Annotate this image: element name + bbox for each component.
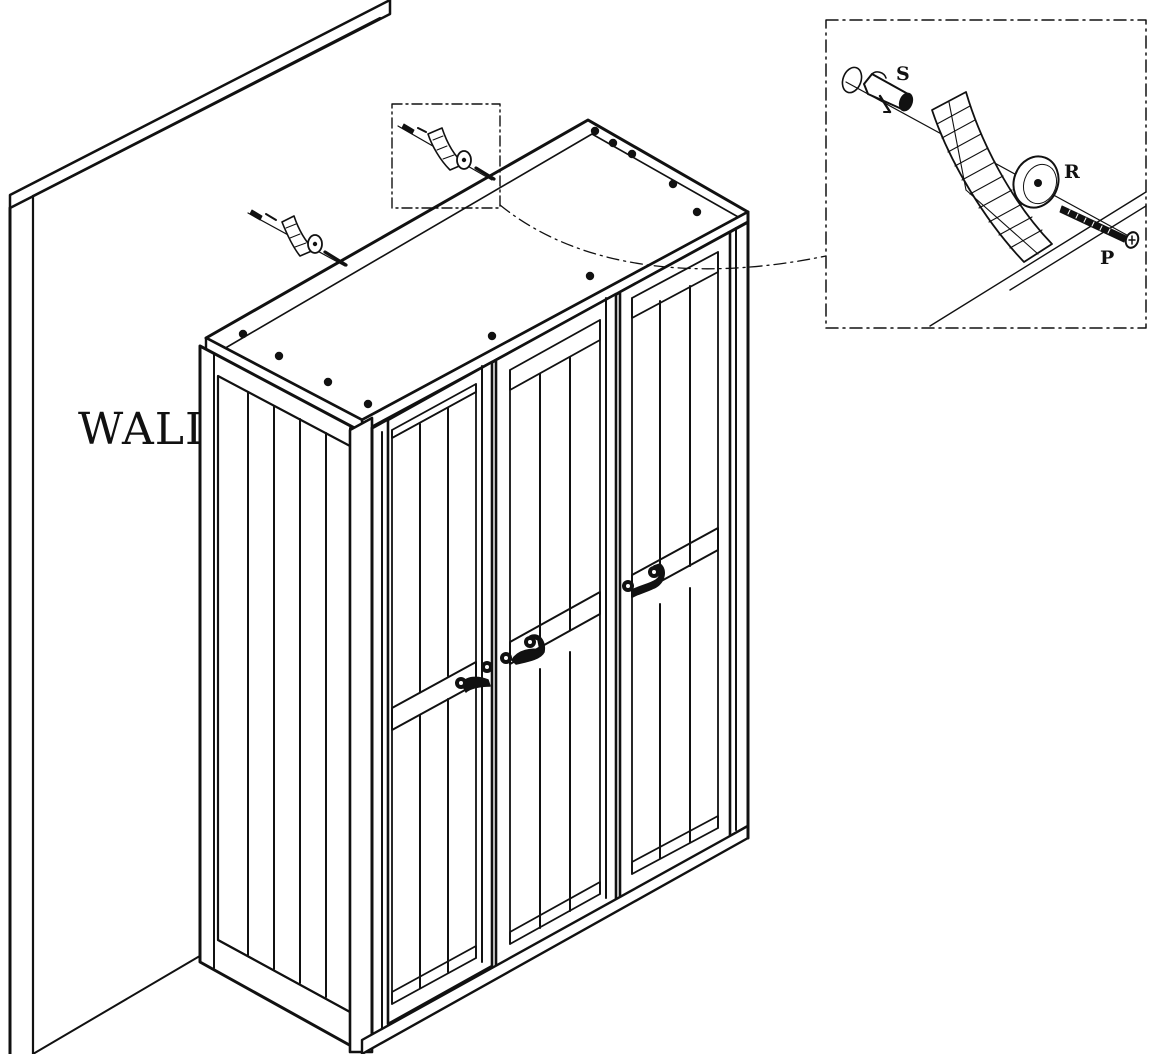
detail-surface-line-2 (1009, 205, 1147, 291)
wall-floor-line (32, 949, 211, 1054)
middle-door[interactable] (494, 292, 618, 968)
wall-label: WALL (78, 404, 215, 455)
label-s: S (896, 63, 910, 85)
side-planks (247, 391, 327, 998)
wall-top-edge (8, 0, 392, 210)
washer-icon (1012, 155, 1060, 209)
label-p: P (1100, 247, 1114, 269)
label-r: R (1064, 161, 1080, 183)
screw-icon (1059, 205, 1140, 249)
wall-hole (841, 66, 863, 94)
fixing-left (247, 209, 348, 267)
leader-curve (499, 204, 827, 270)
left-door[interactable] (386, 360, 494, 1026)
side-panel (198, 344, 364, 1054)
detail-view: S R (825, 19, 1147, 329)
detail-box-small (391, 103, 501, 209)
top-rim-line (221, 133, 741, 351)
detail-surface-line (929, 191, 1147, 327)
wall-top-line (31, 16, 382, 198)
plug-icon-small-mid (401, 123, 415, 135)
front-corner-post (348, 416, 374, 1054)
plug-icon-small-left (249, 209, 263, 221)
screw-icon-small-mid (474, 166, 496, 181)
wardrobe (198, 118, 750, 1054)
screw-icon-small-left (323, 250, 348, 267)
middle-door-handle[interactable] (500, 634, 546, 665)
left-door-handle[interactable] (455, 661, 493, 693)
side-bottom-rail (217, 939, 351, 1013)
plug-icon (863, 71, 914, 114)
top-holes (238, 126, 702, 409)
fixing-middle (391, 103, 501, 209)
right-door-handle[interactable] (622, 563, 665, 597)
right-door[interactable] (618, 230, 732, 900)
strap-icon (931, 91, 1053, 263)
wall: WALL (8, 0, 392, 1054)
